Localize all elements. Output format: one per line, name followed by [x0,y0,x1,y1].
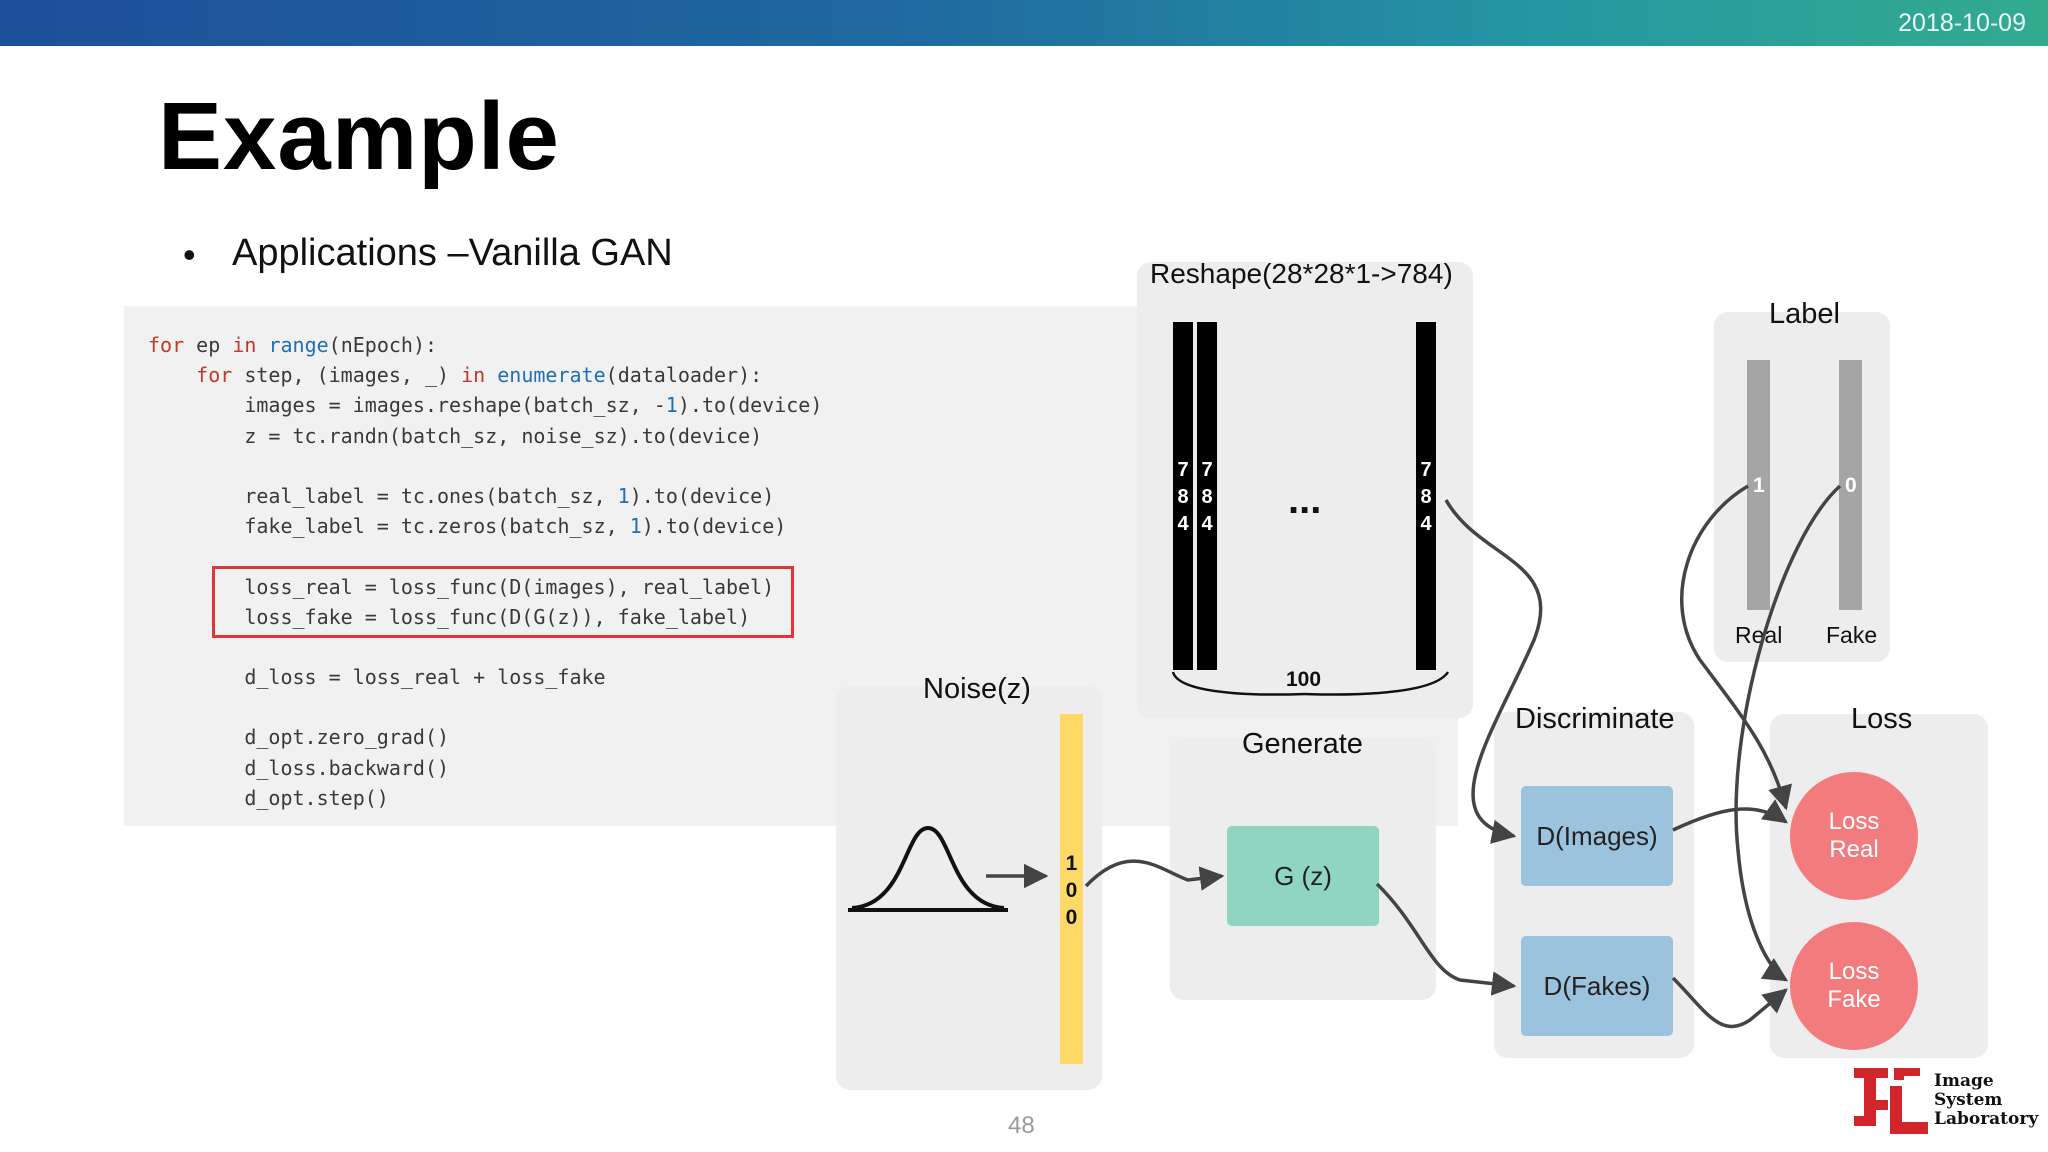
bars-ellipsis: ... [1288,478,1322,522]
code-line: z = tc.randn(batch_sz, noise_sz).to(devi… [244,423,763,448]
discriminate-title: Discriminate [1515,703,1675,735]
reshape-title: Reshape(28*28*1->784) [1150,258,1453,289]
generate-title: Generate [1242,728,1363,760]
d-fakes-node: D(Fakes) [1521,936,1673,1036]
slide-title: Example [158,83,560,190]
reshape-bar-3 [1416,322,1436,670]
code-line [148,451,822,481]
code-line: for step, (images, _) in enumerate(datal… [196,363,763,388]
code-line: loss_fake = loss_func(D(G(z)), fake_labe… [244,604,751,629]
lab-logo-icon [1854,1068,1928,1134]
reshape-bar-2 [1197,322,1217,670]
fake-caption: Fake [1826,622,1878,648]
loss-title: Loss [1851,703,1913,735]
slide-date: 2018-10-09 [1898,9,2026,37]
batch-count: 100 [1286,668,1322,691]
generator-node: G (z) [1227,826,1379,926]
noise-vector [1060,714,1083,1064]
code-highlight-box [212,566,794,638]
code-line: loss_real = loss_func(D(images), real_la… [244,574,775,599]
code-line: d_opt.zero_grad() [244,725,450,750]
label-box [1714,312,1890,662]
code-line: fake_label = tc.zeros(batch_sz, 1).to(de… [244,514,787,539]
code-line: images = images.reshape(batch_sz, -1).to… [244,393,823,418]
fake-label-value: 0 [1845,474,1857,497]
page-number: 48 [1008,1112,1035,1139]
reshape-bar-1 [1173,322,1193,670]
bullet-text: Applications –Vanilla GAN [232,232,673,274]
code-line: d_loss = loss_real + loss_fake [244,665,606,690]
real-caption: Real [1735,622,1783,648]
fake-label-bar [1839,360,1862,610]
label-title: Label [1769,298,1840,330]
real-label-value: 1 [1753,474,1765,497]
d-images-node: D(Images) [1521,786,1673,886]
bullet-icon: • [183,234,196,275]
code-block: for ep in range(nEpoch): for step, (imag… [148,330,822,813]
code-line [148,692,822,722]
noise-title: Noise(z) [923,673,1031,705]
code-line: real_label = tc.ones(batch_sz, 1).to(dev… [244,483,775,508]
code-line: for ep in range(nEpoch): [148,333,438,357]
header-bar [0,0,2048,46]
code-line: d_opt.step() [244,785,389,810]
code-line: d_loss.backward() [244,755,450,780]
lab-logo-text: Image System Laboratory [1934,1071,2039,1129]
